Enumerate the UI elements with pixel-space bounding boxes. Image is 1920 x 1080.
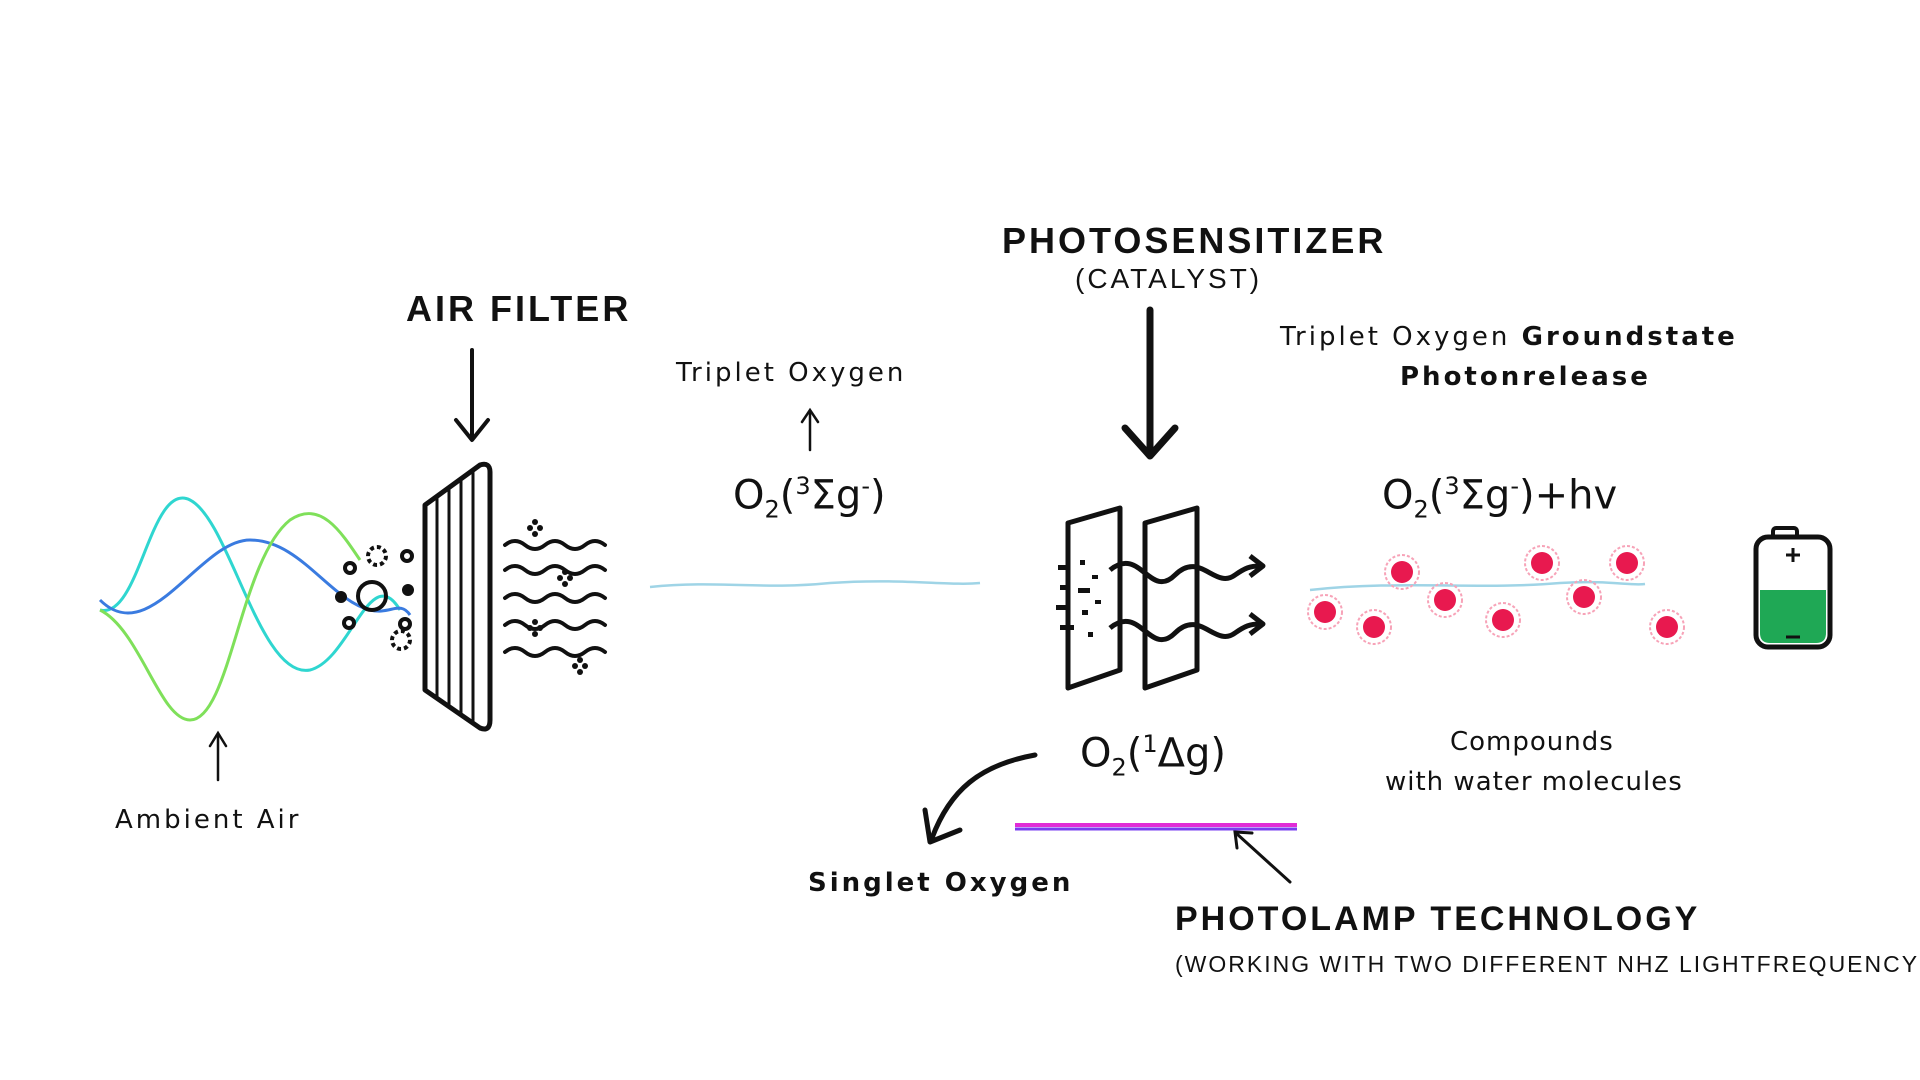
molecule-dot [1573,586,1595,608]
molecule-halo [1609,545,1645,581]
molecule-halo [1649,609,1685,645]
singlet-oxygen-label: Singlet Oxygen [808,868,1074,898]
molecule-halo [1307,594,1343,630]
molecule-halo [1566,579,1602,615]
photolamp-bar [1015,823,1297,831]
formula-term: Σg [1459,472,1511,519]
formula-term: Δg [1157,730,1211,777]
photonrelease-label: Photonrelease [1400,362,1651,392]
molecule-dot [1656,616,1678,638]
formula-sub: 2 [1413,495,1429,524]
formula-sup: 3 [795,472,811,500]
flow-line-left [649,580,981,589]
formula-charge: - [1510,472,1519,500]
air-filter-label: AIR FILTER [406,288,632,329]
groundstate-label: Triplet Oxygen Groundstate [1280,322,1738,352]
formula-close: ) [1210,730,1227,777]
arrow-up-icon [208,730,228,782]
molecule-halo [1485,602,1521,638]
formula-sup: 1 [1142,730,1158,758]
molecule-dot [1531,552,1553,574]
photolamp-note: (WORKING WITH TWO DIFFERENT NHZ LIGHTFRE… [1175,951,1920,977]
catalyst-label: (CATALYST) [1075,263,1263,294]
molecule-dot [1492,609,1514,631]
arrow-down-icon [454,348,490,442]
ambient-air-waves [98,496,412,722]
molecule-dot [1314,601,1336,623]
formula-groundstate: O2(3Σg-)+hv [1382,472,1617,523]
molecule-halo [1427,582,1463,618]
molecule-dot [1434,589,1456,611]
molecule-halo [1524,545,1560,581]
formula-suffix: +hv [1534,472,1618,519]
formula-open: ( [1126,730,1143,777]
formula-sub: 2 [764,495,780,524]
groundstate-bold: Groundstate [1521,322,1738,352]
formula-open: ( [779,472,796,519]
molecule-dot [1391,561,1413,583]
formula-base: O [733,472,765,519]
molecule-dot [1616,552,1638,574]
formula-triplet: O2(3Σg-) [733,472,886,523]
compounds-label-line1: Compounds [1450,727,1614,757]
arrow-down-icon [1121,306,1179,460]
photolamp-label: PHOTOLAMP TECHNOLOGY [1175,900,1701,938]
formula-base: O [1382,472,1414,519]
groundstate-prefix: Triplet Oxygen [1280,322,1511,352]
formula-base: O [1080,730,1112,777]
arrow-up-icon [800,407,820,452]
formula-close: ) [1519,472,1535,519]
flow-line-right [1309,580,1646,592]
molecule-halo [1356,609,1392,645]
ambient-air-label: Ambient Air [115,805,302,835]
curved-arrow-icon [922,752,1038,845]
molecule-halo [1384,554,1420,590]
particles-icon [335,545,414,651]
formula-close: ) [870,472,886,519]
formula-sub: 2 [1111,753,1127,782]
molecule-dot [1363,616,1385,638]
battery-icon [1753,526,1833,650]
air-filter-icon [422,461,493,732]
formula-singlet: O2(1Δg) [1080,730,1226,781]
formula-open: ( [1428,472,1445,519]
sparkle-dots [527,519,588,675]
photosensitizer-plates-icon [1065,505,1266,691]
compounds-label-line2: with water molecules [1385,767,1683,797]
formula-charge: - [861,472,870,500]
molecule-cluster [1307,545,1685,645]
catalyst-particles [1056,560,1101,637]
formula-term: Σg [810,472,862,519]
formula-sup: 3 [1444,472,1460,500]
triplet-oxygen-label: Triplet Oxygen [676,358,907,388]
clean-air-waves [503,539,607,658]
photosensitizer-label: PHOTOSENSITIZER [1002,220,1387,261]
arrow-pointer-icon [1233,830,1292,884]
